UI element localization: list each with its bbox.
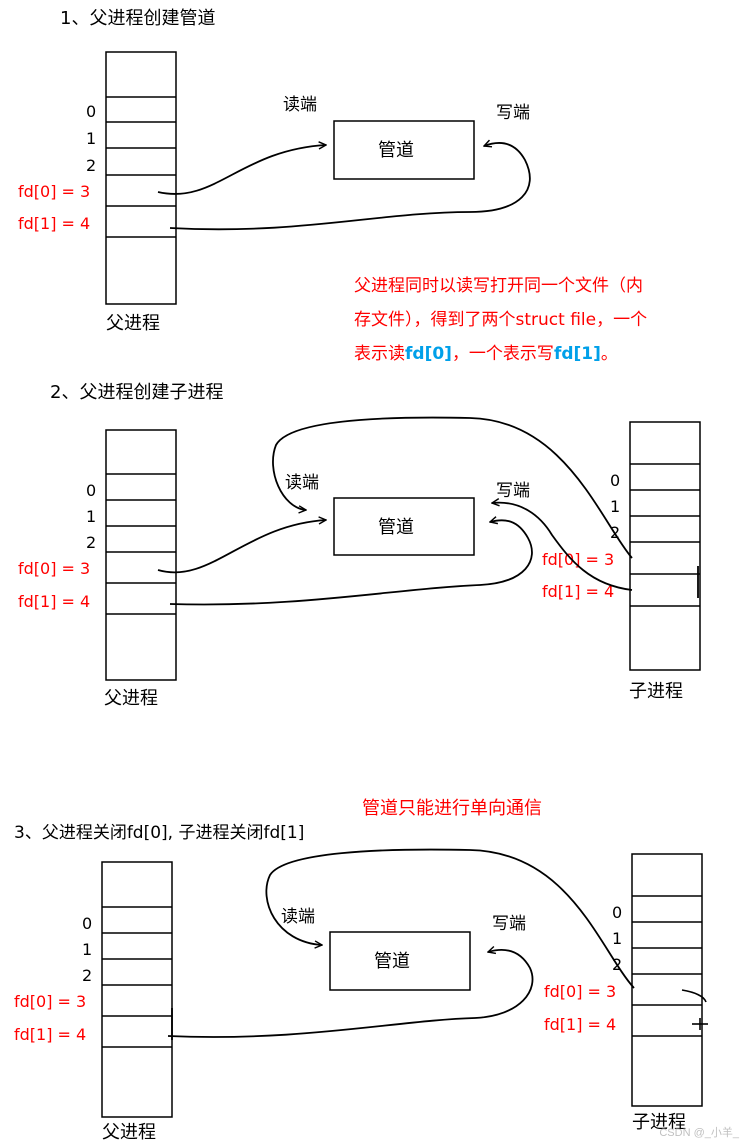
step3-pipe-box — [329, 931, 471, 991]
step3-parent-row-2: 2 — [82, 966, 92, 985]
step1-read-end-label: 读端 — [283, 95, 317, 115]
step1-row-0: 0 — [86, 102, 96, 121]
step3-parent-label: 父进程 — [102, 1122, 156, 1143]
step1-pipe-box — [333, 120, 475, 180]
step1-row-2: 2 — [86, 156, 96, 175]
step2-child-row-0: 0 — [610, 471, 620, 490]
step3-pipe-label: 管道 — [374, 951, 410, 972]
step2-parent-write-arrow — [169, 520, 533, 606]
step3-parent-row-0: 0 — [82, 914, 92, 933]
step3-write-end-label: 写端 — [492, 914, 526, 934]
step2-child-fd0-label: fd[0] = 3 — [542, 550, 614, 569]
step3-parent-fd1-label: fd[1] = 4 — [14, 1025, 86, 1044]
step3-child-row-0: 0 — [612, 903, 622, 922]
step2-title: 2、父进程创建子进程 — [50, 382, 223, 403]
step2-parent-fd-table — [105, 429, 177, 681]
step1-note-fd1: fd[1] — [554, 344, 601, 364]
step3-child-fd1-label: fd[1] = 4 — [544, 1015, 616, 1034]
step1-read-arrow — [157, 145, 326, 195]
step2-child-label: 子进程 — [629, 681, 683, 702]
step2-read-end-label: 读端 — [285, 473, 319, 493]
step2-child-write-arrow — [492, 503, 633, 591]
step2-parent-row-1: 1 — [86, 507, 96, 526]
step3-note: 管道只能进行单向通信 — [362, 798, 542, 819]
step1-note-line3-a: 表示读 — [354, 344, 405, 364]
step3-parent-fd-table — [101, 861, 173, 1118]
step2-write-end-label: 写端 — [496, 481, 530, 501]
step3-child-label: 子进程 — [632, 1112, 686, 1133]
step3-parent-row-1: 1 — [82, 940, 92, 959]
step3-parent-fd0-label: fd[0] = 3 — [14, 992, 86, 1011]
step1-pipe-label: 管道 — [378, 140, 414, 161]
step2-child-read-arrow — [272, 416, 633, 559]
step2-section: 2、父进程创建子进程 0 1 2 fd[0] = 3 fd[1] = 4 父进程… — [18, 382, 701, 709]
step3-parent-write-arrow — [167, 950, 534, 1038]
step1-write-arrow — [169, 143, 531, 231]
step1-row-1: 1 — [86, 129, 96, 148]
step2-parent-fd1-label: fd[1] = 4 — [18, 592, 90, 611]
step3-read-end-label: 读端 — [281, 907, 315, 927]
step3-child-read-arrow — [265, 848, 635, 989]
step3-child-fd0-mark — [681, 989, 707, 1003]
step2-parent-read-arrow — [157, 520, 326, 574]
step3-section: 管道只能进行单向通信 3、父进程关闭fd[0], 子进程关闭fd[1] 0 1 … — [14, 798, 708, 1143]
step1-note-line3-c: ，一个表示写 — [452, 344, 554, 364]
step1-note-fd0: fd[0] — [405, 344, 452, 364]
step1-note-line1: 父进程同时以读写打开同一个文件（内 — [354, 276, 643, 296]
step3-title: 3、父进程关闭fd[0], 子进程关闭fd[1] — [14, 823, 304, 843]
step1-fd0-label: fd[0] = 3 — [18, 182, 90, 201]
watermark: CSDN @_小羊_ — [659, 1127, 739, 1139]
step2-parent-fd0-label: fd[0] = 3 — [18, 559, 90, 578]
step1-title: 1、父进程创建管道 — [60, 8, 215, 29]
step2-child-fd1-label: fd[1] = 4 — [542, 582, 614, 601]
step2-parent-label: 父进程 — [104, 688, 158, 709]
step3-child-fd0-label: fd[0] = 3 — [544, 982, 616, 1001]
step2-parent-row-0: 0 — [86, 481, 96, 500]
step1-write-end-label: 写端 — [496, 103, 530, 123]
step1-parent-label: 父进程 — [106, 313, 160, 334]
step1-section: 1、父进程创建管道 0 1 2 fd[0] = 3 fd[1] = 4 父进程 … — [18, 8, 647, 364]
step1-note-line3: 表示读fd[0]，一个表示写fd[1]。 — [354, 344, 618, 364]
step3-child-fd-table — [631, 853, 703, 1107]
step2-child-fd-table — [629, 421, 701, 671]
step1-fd1-label: fd[1] = 4 — [18, 214, 90, 233]
step2-pipe-box — [333, 497, 475, 556]
step2-child-row-1: 1 — [610, 497, 620, 516]
step2-pipe-label: 管道 — [378, 517, 414, 538]
step1-note-line2: 存文件），得到了两个struct file，一个 — [354, 310, 647, 330]
step2-parent-row-2: 2 — [86, 533, 96, 552]
step1-parent-fd-table — [105, 51, 177, 305]
step1-note-line3-e: 。 — [601, 344, 618, 364]
step3-child-row-1: 1 — [612, 929, 622, 948]
